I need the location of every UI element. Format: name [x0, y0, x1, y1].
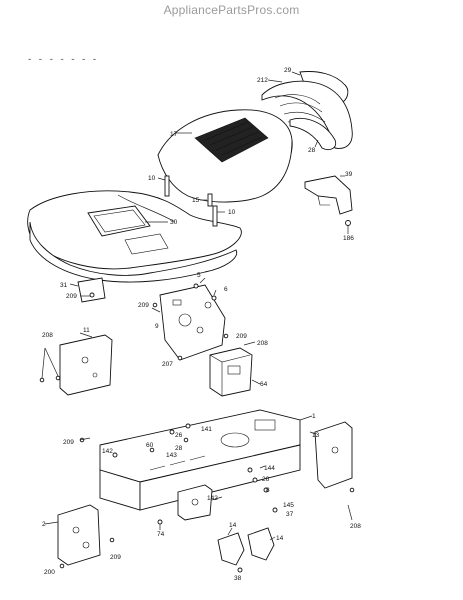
callout-209d: 209	[63, 439, 74, 446]
callout-10: 10	[148, 175, 156, 182]
callout-209b: 209	[138, 302, 149, 309]
side-plate-11	[39, 332, 113, 396]
callout-9: 9	[155, 323, 159, 330]
callout-209a: 209	[66, 293, 77, 300]
callout-60: 60	[146, 442, 154, 449]
callout-30: 30	[170, 219, 178, 226]
callout-208a: 208	[42, 332, 53, 339]
bracket-39	[304, 175, 353, 234]
callout-14a: 14	[229, 522, 237, 529]
callout-64: 64	[260, 381, 268, 388]
axle-bracket	[157, 484, 223, 530]
callout-28: 28	[308, 147, 316, 154]
callout-15: 15	[192, 197, 200, 204]
callout-13: 13	[312, 432, 320, 439]
callout-208b: 208	[257, 340, 268, 347]
callout-39: 39	[345, 171, 353, 178]
callout-6: 6	[224, 286, 228, 293]
side-plate-13	[309, 421, 355, 521]
grille-assembly	[261, 71, 353, 151]
bracket-64	[209, 341, 261, 397]
front-bracket-2	[44, 504, 115, 569]
bracket-14-38	[217, 527, 276, 573]
header-mark: - - - - - - -	[27, 55, 98, 65]
callout-17: 17	[170, 131, 178, 138]
watermark: AppliancePartsPros.com	[163, 3, 300, 17]
callout-186: 186	[343, 235, 354, 242]
callout-209c: 209	[236, 333, 247, 340]
callout-142a: 142	[102, 448, 113, 455]
callout-142b: 142	[207, 495, 218, 502]
callout-145: 145	[283, 502, 294, 509]
hardware	[79, 423, 278, 513]
callout-37: 37	[286, 511, 294, 518]
callout-2: 2	[42, 521, 46, 528]
callout-207: 207	[162, 361, 173, 368]
callout-5: 5	[197, 272, 201, 279]
callout-208c: 208	[350, 523, 361, 530]
callout-11: 11	[83, 327, 90, 334]
callout-14b: 14	[276, 535, 284, 542]
callout-1: 1	[312, 413, 316, 420]
callout-212: 212	[257, 77, 268, 84]
callout-26b: 26	[262, 476, 270, 483]
callout-31: 31	[60, 282, 68, 289]
bracket-31	[69, 277, 106, 303]
callout-10b: 10	[228, 209, 236, 216]
callout-143: 143	[166, 452, 177, 459]
callout-26a: 26	[175, 432, 183, 439]
callout-28b: 28	[175, 445, 183, 452]
callout-labels: 29 212 17 28 10 15 30 10 39 186 31 209 5…	[42, 67, 361, 582]
callout-141: 141	[201, 426, 212, 433]
callout-8: 8	[266, 487, 270, 494]
hood	[157, 109, 293, 203]
dash-panel	[151, 277, 229, 361]
callout-209e: 209	[110, 554, 121, 561]
callout-29: 29	[284, 67, 292, 74]
studs	[157, 175, 225, 227]
callout-74: 74	[157, 531, 165, 538]
fender-deck	[27, 190, 242, 283]
callout-144: 144	[264, 465, 275, 472]
callout-38: 38	[234, 575, 242, 582]
callout-200: 200	[44, 569, 55, 576]
